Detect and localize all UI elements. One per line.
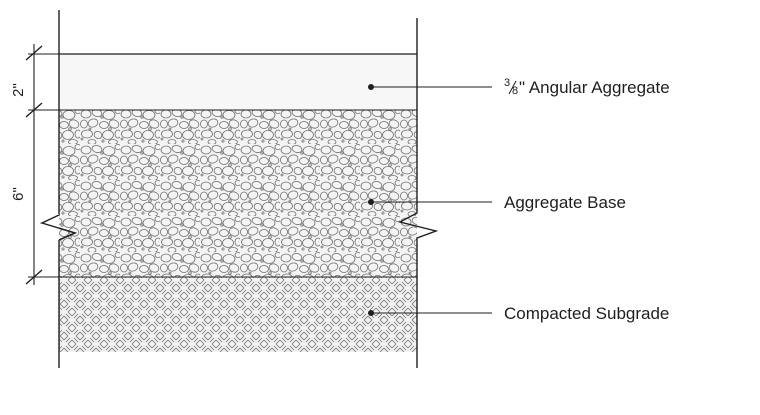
label-compacted-subgrade: Compacted Subgrade — [504, 304, 669, 323]
right-wall — [398, 18, 439, 368]
dim-base-thickness: 6" — [10, 187, 27, 201]
label-top-layer: 3 8 " Angular Aggregate — [504, 77, 670, 97]
fraction-numerator: 3 — [504, 77, 510, 89]
label-aggregate-base: Aggregate Base — [504, 193, 626, 212]
subgrade-fill — [59, 277, 417, 352]
fraction-denominator: 8 — [512, 85, 518, 97]
dimension-extensions — [28, 53, 59, 278]
top-layer-fill — [59, 54, 417, 110]
leader-base — [368, 199, 492, 205]
aggregate-base-fill — [59, 110, 417, 277]
dim-top-thickness: 2" — [10, 83, 27, 97]
leader-top — [368, 84, 492, 90]
leader-subgrade — [368, 310, 492, 316]
label-angular-aggregate: " Angular Aggregate — [519, 78, 670, 97]
